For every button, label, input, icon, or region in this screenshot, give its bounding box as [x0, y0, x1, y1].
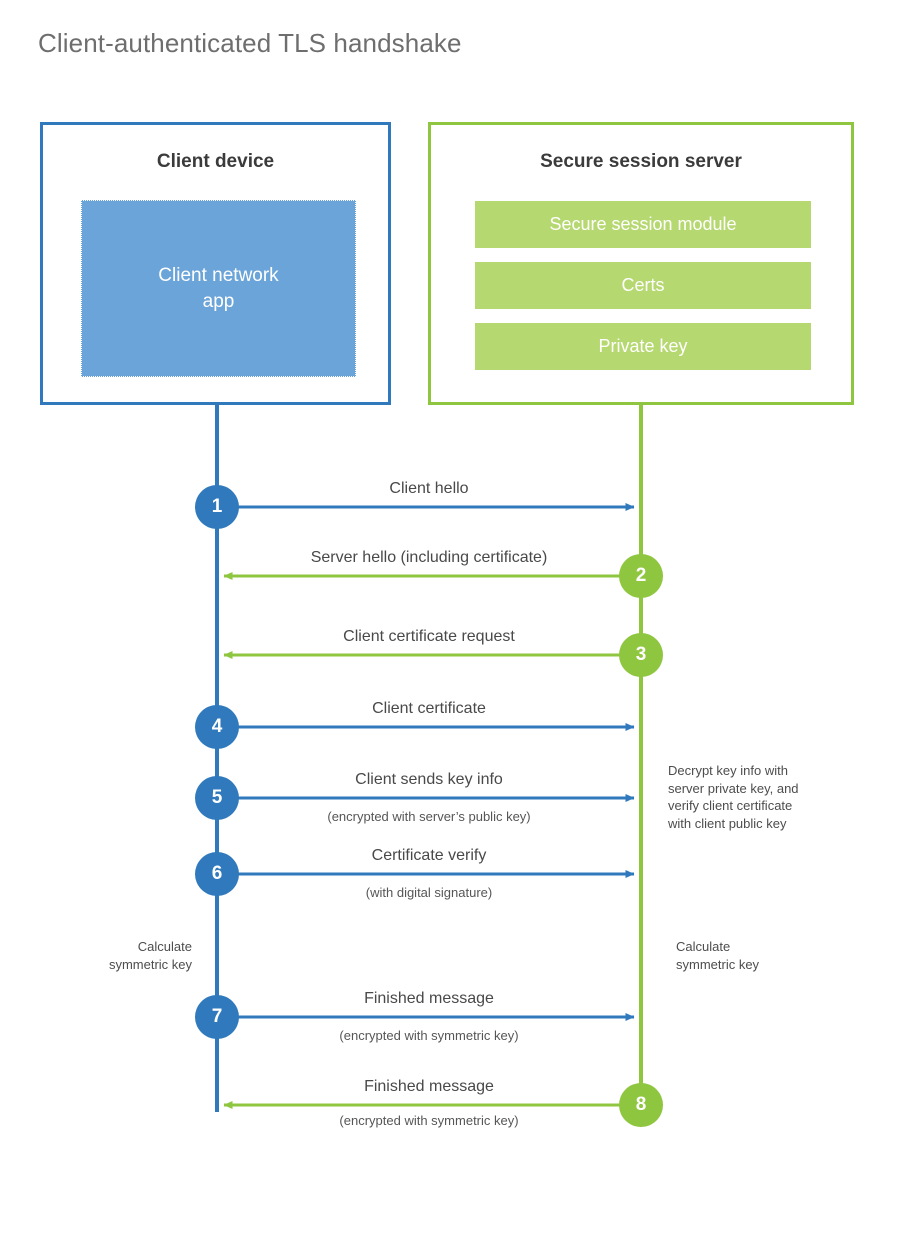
server-module-stack: Secure session module Certs Private key [475, 201, 811, 384]
message-label-4: Client certificate [372, 700, 486, 717]
annotation-server-calculate-line-1: Calculate [676, 939, 731, 954]
message-label-3: Client certificate request [343, 628, 515, 645]
message-sublabel-8: (encrypted with symmetric key) [339, 1113, 519, 1128]
message-sublabel-7: (encrypted with symmetric key) [339, 1028, 519, 1043]
server-module-secure-session-module: Secure session module [475, 201, 811, 248]
secure-session-server-title: Secure session server [540, 151, 742, 172]
message-sublabel-5: (encrypted with server’s public key) [327, 809, 531, 824]
message-sublabel-6: (with digital signature) [365, 885, 493, 900]
annotation-server-calculate-symmetric-key: Calculate symmetric key [676, 938, 759, 973]
step-badge-3: 3 [619, 633, 663, 677]
step-badge-4: 4 [195, 705, 239, 749]
annotation-client-calculate-line-2: symmetric key [108, 956, 192, 972]
client-device-title: Client device [156, 151, 275, 172]
server-module-certs: Certs [475, 262, 811, 309]
message-label-8: Finished message [364, 1078, 494, 1095]
annotation-server-decrypt-line-2: server private key, and [668, 780, 799, 796]
client-network-app-block: Client network app [81, 200, 356, 377]
step-badge-1: 1 [195, 485, 239, 529]
step-badge-5: 5 [195, 776, 239, 820]
annotation-server-decrypt-line-3: verify client certificate [668, 798, 793, 814]
annotation-server-decrypt-line-1: Decrypt key info with [668, 763, 788, 778]
page-title: Client-authenticated TLS handshake [38, 28, 462, 58]
client-network-app-label: Client network app [158, 264, 279, 312]
step-badge-6: 6 [195, 852, 239, 896]
annotation-server-decrypt-line-4: with client public key [668, 815, 787, 831]
annotation-client-calculate-line-1: Calculate [137, 939, 192, 954]
secure-session-server-box: Secure session server Secure session mod… [428, 122, 854, 405]
annotation-client-calculate-symmetric-key: Calculate symmetric key [109, 938, 192, 973]
annotation-server-decrypt: Decrypt key info with server private key… [668, 762, 799, 832]
step-badge-7: 7 [195, 995, 239, 1039]
message-label-2: Server hello (including certificate) [310, 549, 548, 566]
client-device-box: Client device Client network app [40, 122, 391, 405]
message-label-5: Client sends key info [355, 771, 503, 788]
annotation-server-calculate-line-2: symmetric key [676, 956, 760, 972]
step-badge-2: 2 [619, 554, 663, 598]
server-module-private-key: Private key [475, 323, 811, 370]
message-label-6: Certificate verify [371, 847, 487, 864]
message-label-7: Finished message [364, 990, 494, 1007]
step-badge-8: 8 [619, 1083, 663, 1127]
message-label-1: Client hello [389, 480, 469, 497]
